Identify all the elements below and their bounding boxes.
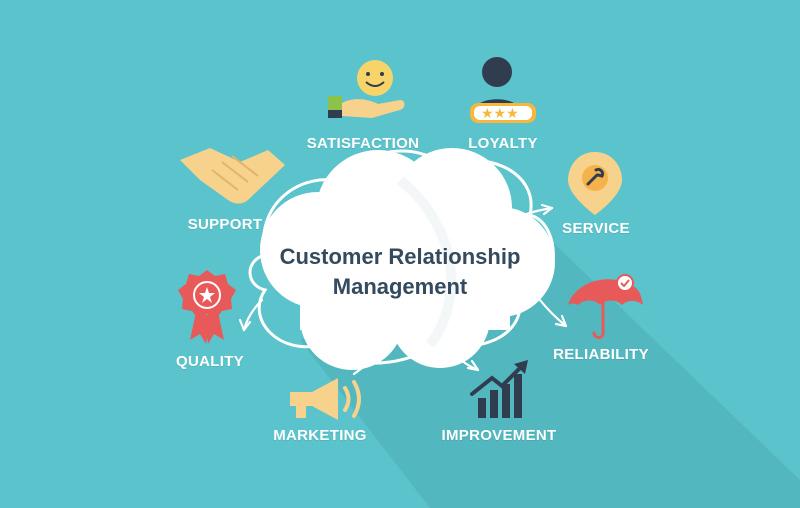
svg-text:★★★: ★★★: [481, 106, 519, 122]
center-title-line1: Customer Relationship: [279, 244, 521, 269]
smiley-face-icon: [328, 60, 405, 118]
award-badge-icon: [178, 270, 236, 344]
center-title-line2: Management: [332, 274, 468, 299]
location-pin-wrench-icon: [568, 152, 622, 215]
label-improvement: IMPROVEMENT: [441, 427, 557, 444]
megaphone-icon: [290, 378, 361, 420]
handshake-icon: [180, 148, 285, 204]
label-quality: QUALITY: [176, 353, 244, 370]
umbrella-check-icon: [568, 274, 643, 339]
connector-arrows: [238, 164, 568, 376]
label-marketing: MARKETING: [273, 427, 367, 444]
label-loyalty: LOYALTY: [468, 135, 538, 152]
user-rating-icon: ★★★: [470, 57, 536, 123]
label-satisfaction: SATISFACTION: [306, 135, 420, 152]
label-service: SERVICE: [562, 220, 630, 237]
label-reliability: RELIABILITY: [553, 346, 649, 363]
label-support: SUPPORT: [187, 216, 263, 233]
growth-chart-icon: [470, 360, 528, 418]
